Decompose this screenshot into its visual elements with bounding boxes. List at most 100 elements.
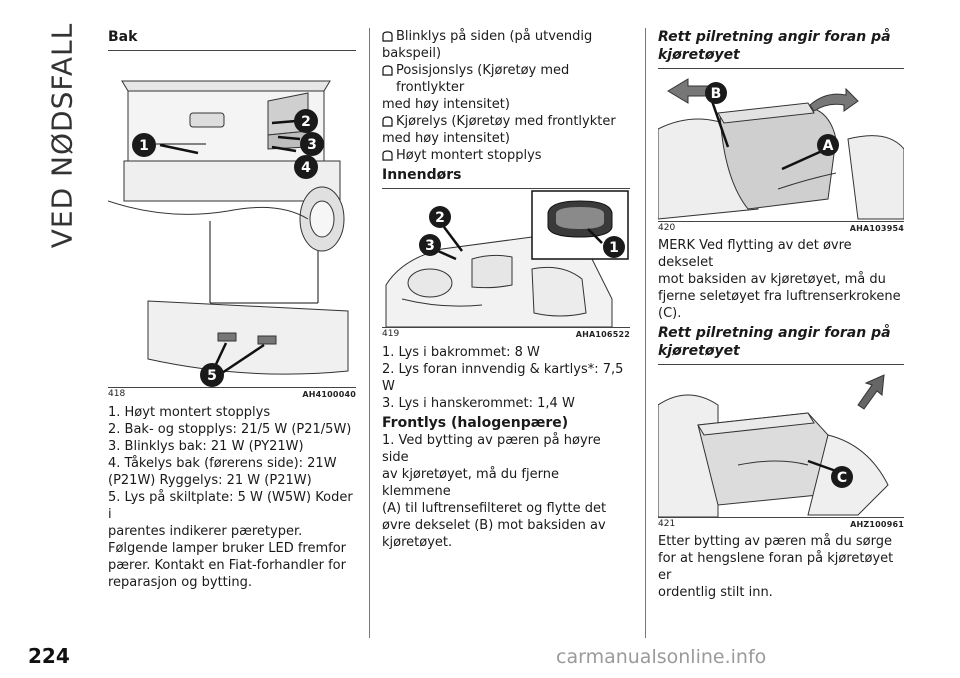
text-line: bakspeil): [382, 46, 442, 61]
text-line: ordentlig stilt inn.: [658, 585, 773, 600]
section-heading: Bak: [108, 29, 138, 45]
text-line: 1. Lys i bakrommet: 8 W: [382, 345, 540, 360]
figure-rule: [382, 327, 630, 328]
text-line: kjøretøyet.: [382, 535, 453, 550]
lamp-icon: [382, 65, 393, 76]
text-line: med høy intensitet): [382, 97, 510, 112]
led-item: Høyt montert stopplys: [382, 147, 630, 164]
text-line: mot baksiden av kjøretøyet, må du: [658, 272, 886, 287]
text-line: av kjøretøyet, må du fjerne klemmene: [382, 467, 559, 499]
text-line: fjerne seletøyet fra luftrenserkrokene: [658, 289, 901, 304]
rear-bulb-list: 1. Høyt montert stopplys 2. Bak- og stop…: [108, 404, 356, 591]
figure-code: AHA103954: [849, 224, 904, 233]
text-line: 3. Lys i hanskerommet: 1,4 W: [382, 396, 575, 411]
section-heading: kjøretøyet: [658, 343, 740, 359]
section-heading: Frontlys (halogenpære): [382, 415, 569, 431]
callout-A: A: [823, 138, 834, 154]
led-item: Kjørelys (Kjøretøy med frontlykter: [382, 113, 630, 130]
figure-caption: 420 AHA103954: [658, 223, 904, 234]
figure-number: 421: [658, 519, 676, 529]
text-line: Kjørelys (Kjøretøy med frontlykter: [396, 114, 616, 129]
figure-caption: 418 AH4100040: [108, 389, 356, 400]
callout-2: 2: [301, 114, 311, 130]
text-line: for at hengslene foran på kjøretøyet er: [658, 551, 894, 583]
final-text: Etter bytting av pæren må du sørge for a…: [658, 533, 904, 601]
text-line: med høy intensitet): [382, 131, 510, 146]
figure-421: C: [658, 365, 904, 517]
text-line: øvre dekselet (B) mot baksiden av: [382, 518, 606, 533]
figure-caption: 419 AHA106522: [382, 329, 630, 340]
text-line: parentes indikerer pæretyper.: [108, 524, 303, 539]
chapter-title-text: VED NØDSFALL: [45, 22, 79, 248]
interior-bulb-list: 1. Lys i bakrommet: 8 W 2. Lys foran inn…: [382, 344, 630, 412]
text-line: reparasjon og bytting.: [108, 575, 253, 590]
figure-number: 420: [658, 223, 676, 233]
text-line: (C).: [658, 306, 682, 321]
section-heading: Rett pilretning angir foran på: [658, 325, 891, 341]
figure-rule: [658, 221, 904, 222]
page-number: 224: [28, 644, 70, 668]
figure-rule: [658, 517, 904, 518]
column-led-interior: Blinklys på siden (på utvendig bakspeil)…: [382, 28, 630, 551]
text-line: (P21W) Ryggelys: 21 W (P21W): [108, 473, 312, 488]
text-line: Etter bytting av pæren må du sørge: [658, 534, 892, 549]
column-direction: Rett pilretning angir foran på kjøretøye…: [658, 28, 904, 601]
text-line: (A) til luftrensefilteret og flytte det: [382, 501, 607, 516]
callout-1: 1: [609, 240, 619, 256]
watermark: carmanualsonline.info: [556, 646, 767, 668]
figure-caption: 421 AHZ100961: [658, 519, 904, 530]
callout-2: 2: [435, 210, 445, 226]
callout-4: 4: [301, 160, 311, 176]
lamp-icon: [382, 150, 393, 161]
figure-418: 1 2 3 4 5: [108, 51, 356, 387]
callout-B: B: [711, 86, 722, 102]
figure-420: A B: [658, 69, 904, 221]
figure-code: AHA106522: [575, 330, 630, 339]
callout-C: C: [837, 470, 847, 486]
heading-rule: [108, 50, 356, 51]
air-filter-illustration: A B: [658, 78, 904, 220]
column-divider: [645, 28, 646, 638]
rear-truck-illustration: 1 2 3 4 5: [108, 80, 349, 387]
figure-code: AH4100040: [302, 390, 356, 399]
heading-rule: [658, 364, 904, 365]
section-heading: Innendørs: [382, 167, 462, 183]
text-line: Blinklys på siden (på utvendig: [396, 29, 593, 44]
figure-419: 1 2 3: [382, 189, 630, 327]
text-line: MERK Ved flytting av det øvre dekselet: [658, 238, 852, 270]
heading-rule: [382, 188, 630, 189]
figure-number: 418: [108, 389, 126, 399]
callout-5: 5: [207, 368, 217, 384]
figure-rule: [108, 387, 356, 388]
lamp-icon: [382, 31, 393, 42]
headlamp-instructions: 1. Ved bytting av pæren på høyre side av…: [382, 432, 630, 551]
text-line: 2. Lys foran innvendig & kartlys*: 7,5 W: [382, 362, 624, 394]
chapter-side-title: VED NØDSFALL: [42, 22, 82, 248]
callout-1: 1: [139, 138, 149, 154]
lamp-icon: [382, 116, 393, 127]
text-line: 4. Tåkelys bak (førerens side): 21W: [108, 456, 337, 471]
section-heading: kjøretøyet: [658, 47, 740, 63]
hook-illustration: C: [658, 374, 889, 517]
text-line: 1. Høyt montert stopplys: [108, 405, 271, 420]
text-line: pærer. Kontakt en Fiat-forhandler for: [108, 558, 346, 573]
callout-3: 3: [307, 137, 317, 153]
text-line: Følgende lamper bruker LED fremfor: [108, 541, 347, 556]
text-line: 5. Lys på skiltplate: 5 W (W5W) Koder i: [108, 490, 353, 522]
note-text: MERK Ved flytting av det øvre dekselet m…: [658, 237, 904, 322]
text-line: 3. Blinklys bak: 21 W (PY21W): [108, 439, 304, 454]
text-line: 2. Bak- og stopplys: 21/5 W (P21/5W): [108, 422, 352, 437]
heading-rule: [658, 68, 904, 69]
text-line: 1. Ved bytting av pæren på høyre side: [382, 433, 601, 465]
figure-code: AHZ100961: [850, 520, 904, 529]
section-heading: Rett pilretning angir foran på: [658, 29, 891, 45]
led-item: Blinklys på siden (på utvendig: [382, 28, 630, 45]
column-divider: [369, 28, 370, 638]
interior-illustration: 1 2 3: [385, 190, 629, 327]
text-line: Høyt montert stopplys: [396, 148, 542, 163]
column-rear-lights: Bak: [108, 28, 356, 591]
text-line: Posisjonslys (Kjøretøy med frontlykter: [396, 63, 570, 95]
figure-number: 419: [382, 329, 400, 339]
callout-3: 3: [425, 238, 435, 254]
led-item: Posisjonslys (Kjøretøy med frontlykter: [382, 62, 630, 96]
